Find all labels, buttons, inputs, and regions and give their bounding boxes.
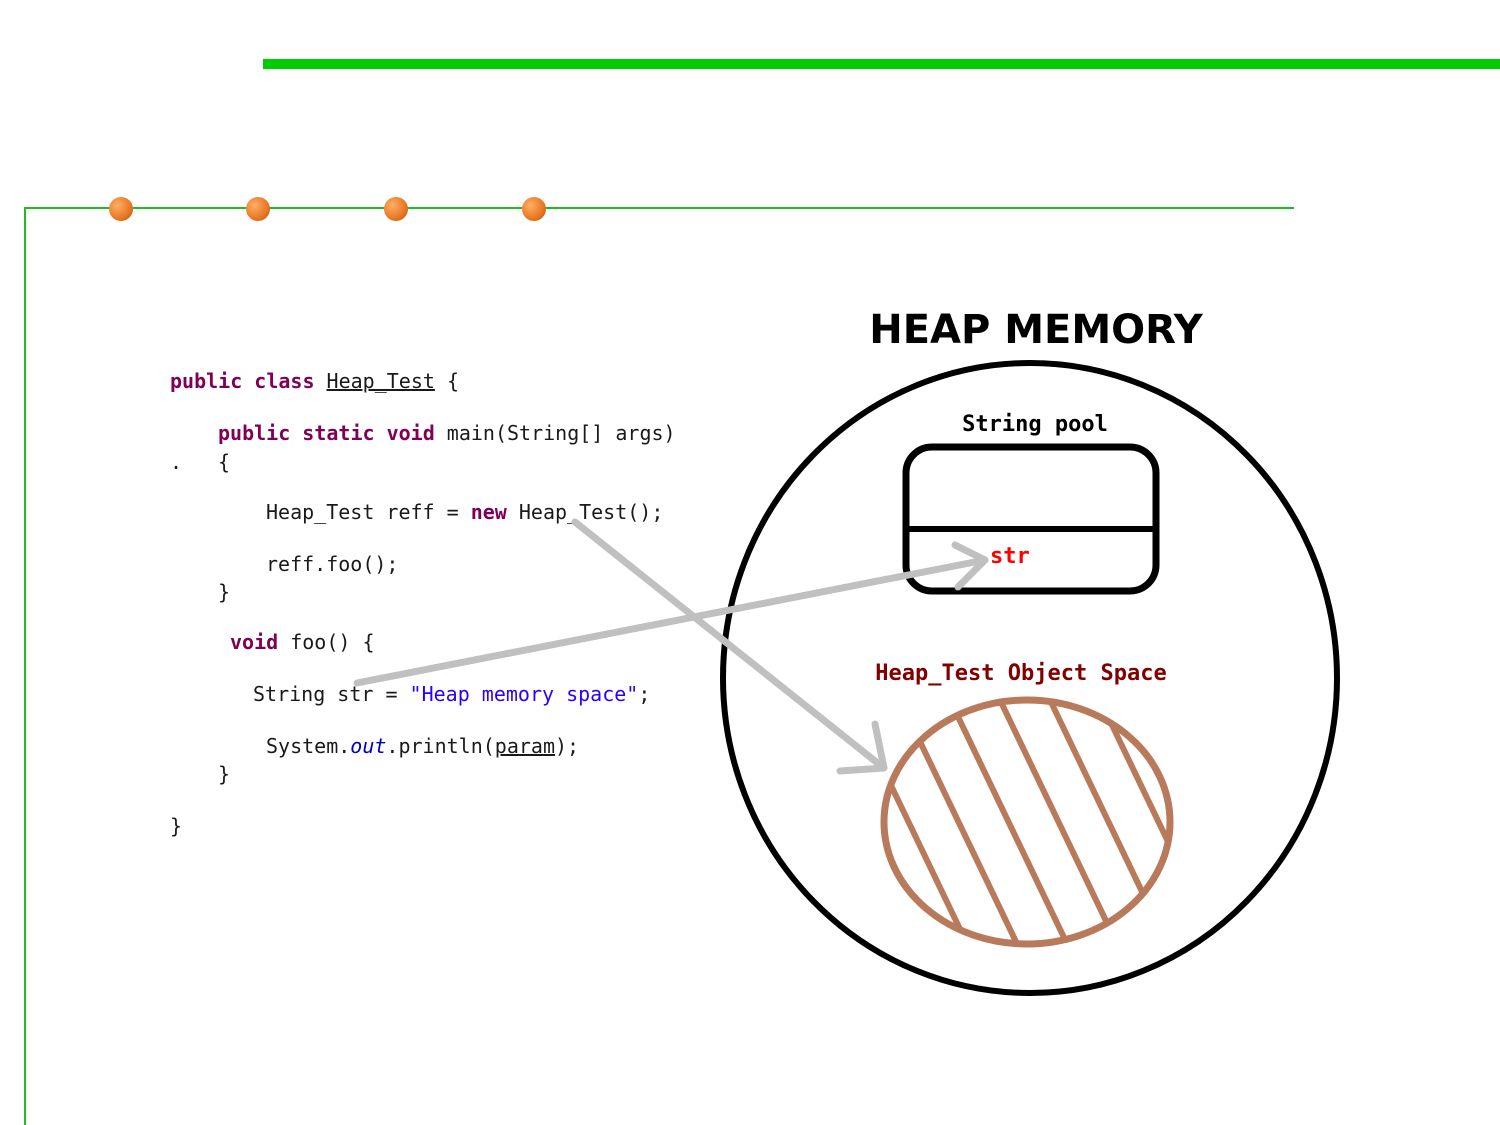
code-text: reff.foo(); (266, 552, 399, 576)
code-text: main(String[] args) (446, 421, 676, 445)
code-text: } (218, 580, 231, 604)
heap-memory-circle (720, 360, 1340, 996)
code-text: Heap_Test(); (506, 500, 664, 524)
code-line-new-object: Heap_Test reff = new Heap_Test(); (266, 500, 663, 524)
code-text: } (218, 762, 231, 786)
code-line-main-decl: public static void main(String[] args) (218, 421, 676, 445)
code-line-open-brace: { (218, 450, 230, 474)
code-keyword: void (230, 630, 291, 654)
orange-dot (246, 197, 270, 221)
code-text: } (170, 814, 183, 838)
code-text: { (434, 369, 460, 393)
code-keyword: new (470, 500, 507, 524)
string-pool-box (902, 443, 1160, 595)
arrow-to-object-space (571, 518, 888, 775)
code-line-close-foo: } (218, 762, 230, 786)
code-line-stray-dot: . (170, 450, 182, 474)
frame-vertical-line (24, 207, 26, 1125)
orange-dot (384, 197, 408, 221)
string-pool-label: String pool (962, 412, 1108, 437)
code-param: param (494, 734, 556, 758)
code-keyword: public static void (218, 421, 447, 445)
code-text: .println( (386, 734, 495, 758)
code-line-foo-decl: void foo() { (230, 630, 375, 654)
code-text: ); (555, 734, 580, 758)
string-pool-entry: str (990, 544, 1030, 569)
code-string-literal: "Heap memory space" (409, 682, 639, 706)
code-text: Heap_Test reff = (266, 500, 471, 524)
code-line-close-class: } (170, 814, 182, 838)
frame-horizontal-line (24, 207, 1294, 209)
code-static-field: out (350, 734, 387, 758)
code-line-call-foo: reff.foo(); (266, 552, 398, 576)
orange-dot (522, 197, 546, 221)
code-text: foo() { (290, 630, 375, 654)
object-space-hatching (884, 700, 1170, 944)
code-keyword: public class (170, 369, 327, 393)
code-text: System. (266, 734, 351, 758)
code-text: { (218, 450, 231, 474)
code-text: . (170, 450, 183, 474)
object-space-label: Heap_Test Object Space (875, 661, 1166, 686)
heap-memory-title: HEAP MEMORY (869, 307, 1204, 353)
code-line-println: System.out.println(param); (266, 734, 579, 758)
code-line-close-main: } (218, 580, 230, 604)
orange-dot (109, 197, 133, 221)
arrow-to-string-pool (353, 541, 989, 687)
code-line-string-decl: String str = "Heap memory space"; (253, 682, 650, 706)
code-line-class-decl: public class Heap_Test { (170, 369, 459, 393)
code-class-name: Heap_Test (326, 369, 435, 393)
code-text: ; (638, 682, 651, 706)
object-space-ellipse (880, 696, 1174, 948)
top-green-bar (263, 59, 1500, 69)
